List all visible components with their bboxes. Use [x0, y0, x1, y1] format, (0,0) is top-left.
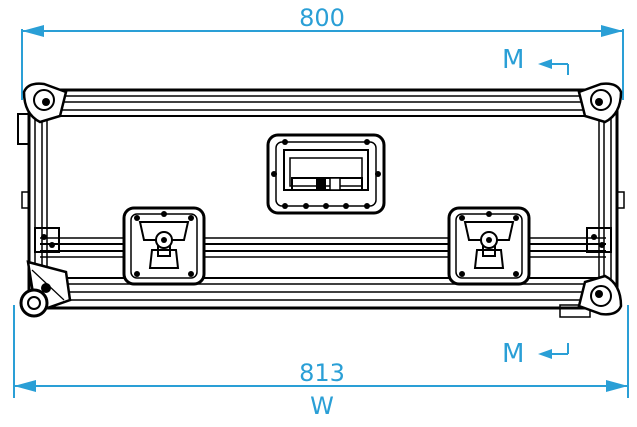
left-side-hinge: [17, 113, 30, 145]
rivet-icon: [459, 215, 465, 221]
bottom-dim-value: 813: [299, 359, 345, 387]
rivet-icon: [343, 203, 349, 209]
rivet-icon: [486, 211, 492, 217]
rivet-icon: [513, 271, 519, 277]
rivet-icon: [364, 139, 370, 145]
rivet-icon: [282, 139, 288, 145]
section-arrow-icon: [538, 59, 569, 75]
corner-ball-icon: [22, 82, 68, 124]
section-marker-top: M: [502, 45, 569, 75]
top-dim-value: 800: [299, 4, 345, 32]
section-marker-bottom: M: [502, 339, 569, 369]
handle-icon: [266, 133, 386, 215]
bottom-arrow-left-icon: [14, 380, 36, 392]
section-marker-bottom-label: M: [502, 339, 524, 369]
top-arrow-left-icon: [22, 25, 44, 37]
left-bracket: [34, 227, 60, 253]
top-arrow-right-icon: [601, 25, 623, 37]
bottom-arrow-right-icon: [606, 380, 628, 392]
rivet-icon: [459, 271, 465, 277]
right-bracket: [586, 227, 612, 253]
rivet-icon: [188, 271, 194, 277]
section-arrow-icon: [538, 343, 569, 359]
rivet-icon: [161, 211, 167, 217]
left-side-clip: [21, 191, 30, 209]
butterfly-latch-icon: [122, 206, 206, 286]
corner-ball-icon: [577, 82, 623, 124]
rivet-icon: [271, 171, 277, 177]
rivet-icon: [513, 215, 519, 221]
rivet-icon: [134, 215, 140, 221]
section-marker-top-label: M: [502, 45, 524, 75]
rivet-icon: [323, 203, 329, 209]
caster-wheel-icon: [19, 260, 72, 318]
bottom-dimension: 813 W: [13, 305, 629, 420]
rivet-icon: [188, 215, 194, 221]
rivet-icon: [375, 171, 381, 177]
right-side-clip: [616, 191, 625, 209]
rivet-icon: [134, 271, 140, 277]
butterfly-latch-icon: [447, 206, 531, 286]
corner-ball-icon: [577, 274, 623, 316]
rivet-icon: [303, 203, 309, 209]
bottom-dim-symbol: W: [310, 392, 334, 420]
top-dimension: 800: [21, 4, 624, 100]
rivet-icon: [364, 203, 370, 209]
rivet-icon: [282, 203, 288, 209]
